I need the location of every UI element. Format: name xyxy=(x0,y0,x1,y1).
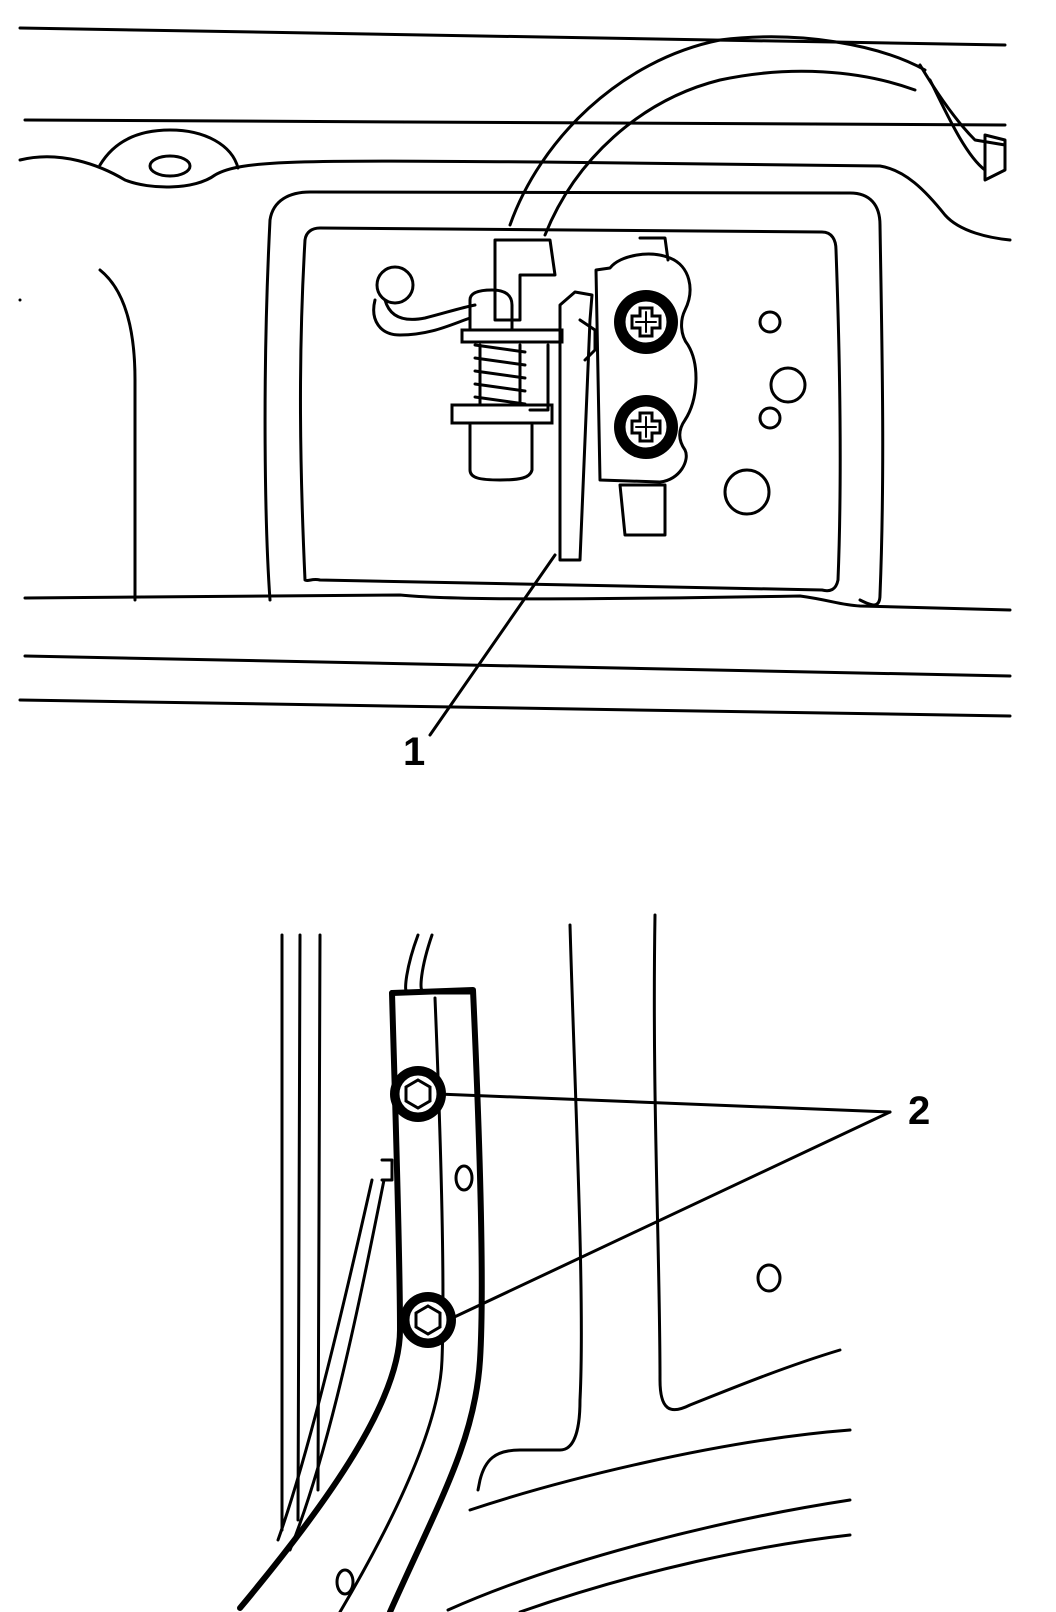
wiring-harness xyxy=(493,35,1007,322)
door-opening-recess xyxy=(263,190,885,607)
bolt-upper xyxy=(614,290,678,354)
callout-1-label: 1 xyxy=(403,730,425,774)
door-body-lines xyxy=(446,913,852,1612)
pillar-lines xyxy=(280,933,434,1532)
strap-bolt-lower xyxy=(400,1292,456,1348)
bolt-lower xyxy=(614,395,678,459)
mounting-pad xyxy=(98,128,240,178)
hinge-bracket xyxy=(558,236,698,562)
panel-holes xyxy=(723,310,807,516)
door-check-assembly xyxy=(372,265,564,482)
callout-2: 2 xyxy=(436,1089,930,1322)
bottom-panel: 2 xyxy=(237,913,930,1612)
callout-2-label: 2 xyxy=(908,1089,930,1133)
top-panel: 1 xyxy=(18,26,1012,774)
strap-bolt-upper xyxy=(390,1066,446,1122)
callout-1: 1 xyxy=(403,553,557,774)
